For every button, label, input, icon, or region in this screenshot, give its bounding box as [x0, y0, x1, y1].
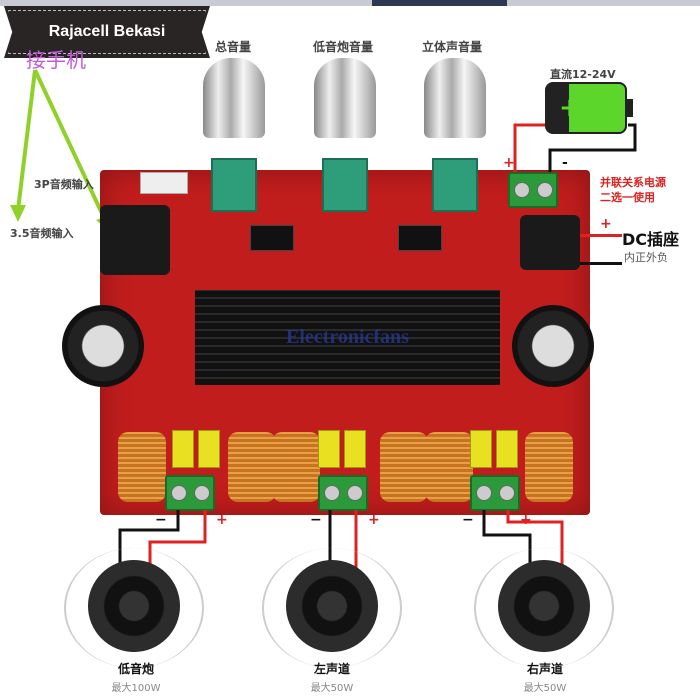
phone-annotation: 接手机	[26, 48, 86, 72]
speaker-terminal-sub[interactable]	[165, 475, 215, 511]
master-volume-knob[interactable]	[203, 58, 265, 138]
capacitor	[62, 305, 144, 387]
ic-chip	[250, 225, 294, 251]
speaker-name: 低音炮	[117, 662, 154, 676]
plus-sign: +	[216, 512, 228, 528]
knob-label-master: 总音量	[215, 40, 252, 54]
film-capacitor	[318, 430, 340, 468]
capacitor	[512, 305, 594, 387]
minus-sign: −	[462, 512, 474, 528]
film-capacitor	[198, 430, 220, 468]
inductor	[118, 432, 166, 502]
watermark-banner: Rajacell Bekasi	[4, 6, 210, 58]
dc-plus: +	[600, 216, 612, 232]
plus-sign: +	[520, 512, 532, 528]
speaker-terminal-right[interactable]	[470, 475, 520, 511]
film-capacitor	[344, 430, 366, 468]
battery-icon: +	[545, 82, 633, 134]
dc-wire-black	[580, 262, 622, 265]
plus-sign: +	[368, 512, 380, 528]
sound-wave-icon	[474, 548, 614, 668]
left-speaker	[286, 560, 378, 652]
minus-sign: −	[310, 512, 322, 528]
dc-socket-label: DC插座	[622, 230, 680, 249]
bass-volume-knob[interactable]	[314, 58, 376, 138]
power-wires	[513, 123, 637, 175]
heatsink: Electronicfans	[195, 290, 500, 385]
top-bar	[0, 0, 700, 6]
speaker-name: 右声道	[526, 662, 563, 676]
sound-wave-icon	[262, 548, 402, 668]
dc-jack[interactable]	[520, 215, 580, 270]
dc-minus: -	[600, 256, 606, 272]
inductor	[380, 432, 428, 502]
speaker-max: 最大50W	[310, 683, 354, 694]
inductor	[272, 432, 320, 502]
parallel-note-1: 并联关系电源	[600, 176, 666, 189]
speaker-name: 左声道	[313, 662, 350, 676]
minus-sign: −	[155, 512, 167, 528]
power-terminal[interactable]	[508, 172, 558, 208]
inductor	[425, 432, 473, 502]
potentiometer	[211, 158, 257, 212]
film-capacitor	[172, 430, 194, 468]
speaker-terminal-left[interactable]	[318, 475, 368, 511]
3.5mm-audio-jack[interactable]	[100, 205, 170, 275]
subwoofer-speaker	[88, 560, 180, 652]
film-capacitor	[496, 430, 518, 468]
speaker-max: 最大50W	[523, 683, 567, 694]
right-speaker	[498, 560, 590, 652]
inductor	[228, 432, 276, 502]
dc-wire-red	[580, 234, 622, 237]
potentiometer	[322, 158, 368, 212]
plus-sign: +	[503, 155, 515, 171]
film-capacitor	[470, 430, 492, 468]
dc-polarity-label: 内正外负	[624, 251, 668, 264]
inductor	[525, 432, 573, 502]
potentiometer	[432, 158, 478, 212]
ic-chip	[398, 225, 442, 251]
knob-label-stereo: 立体声音量	[422, 40, 483, 54]
input-35-label: 3.5音频输入	[10, 227, 74, 240]
battery-label: 直流12-24V	[550, 68, 616, 81]
3p-audio-connector[interactable]	[140, 172, 188, 194]
input-3p-label: 3P音频输入	[34, 178, 94, 191]
knob-label-bass: 低音炮音量	[313, 40, 374, 54]
speaker-max: 最大100W	[111, 683, 161, 694]
stereo-volume-knob[interactable]	[424, 58, 486, 138]
sound-wave-icon	[64, 548, 204, 668]
parallel-power-note: 并联关系电源 二选一使用	[600, 175, 666, 205]
minus-sign: -	[562, 155, 568, 171]
parallel-note-2: 二选一使用	[600, 191, 655, 204]
